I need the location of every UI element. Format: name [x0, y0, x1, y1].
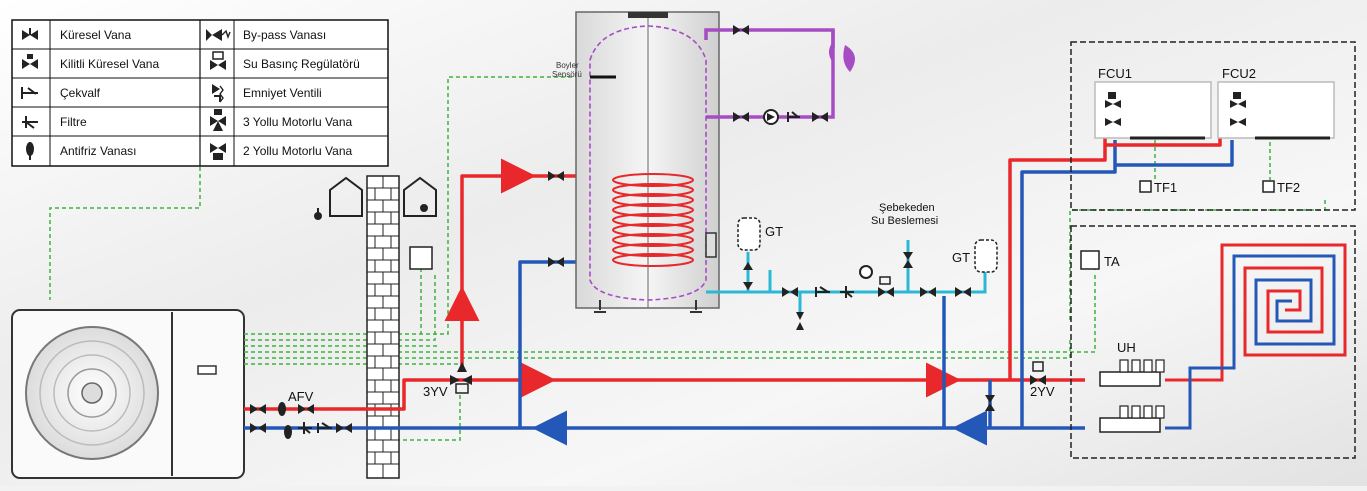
boiler-sensor-label-2: Sensörü	[552, 70, 582, 79]
uh-label: UH	[1117, 340, 1136, 355]
two-way-valve-icon	[210, 143, 226, 160]
gt-right-label: GT	[952, 250, 970, 265]
underfloor-heating-zone: TA UH	[1070, 225, 1356, 459]
gt-label: GT	[765, 224, 783, 239]
supply-valves	[743, 252, 971, 330]
ball-valve-icon	[22, 28, 38, 40]
tf1-label: TF1	[1154, 180, 1177, 195]
legend-label-two-way-valve: 2 Yollu Motorlu Vana	[243, 144, 353, 158]
heating-valves	[250, 171, 1046, 439]
afv-label: AFV	[288, 389, 314, 404]
tf2-label: TF2	[1277, 180, 1300, 195]
domestic-hot-water-pipes	[704, 28, 835, 119]
locked-ball-valve-icon	[22, 54, 38, 69]
two-way-valve-label: 2YV	[1030, 384, 1055, 399]
legend-label-antifreeze-valve: Antifriz Vanası	[60, 144, 136, 158]
legend-label-three-way-valve: 3 Yollu Motorlu Vana	[243, 115, 353, 129]
fcu2-unit	[1217, 81, 1335, 139]
legend-label-pressure-regulator: Su Basınç Regülatörü	[243, 57, 360, 71]
mains-supply-label: Şebekeden	[879, 202, 935, 214]
shower-head-icon	[829, 43, 855, 72]
safety-valve-icon	[212, 84, 224, 103]
bypass-valve-icon	[206, 29, 231, 41]
fcu1-unit	[1094, 81, 1212, 139]
legend-label-filter: Filtre	[60, 115, 87, 129]
legend-table: Küresel Vana By-pass Vanası Kilitli Küre…	[11, 19, 389, 167]
legend-label-ball-valve: Küresel Vana	[60, 28, 131, 42]
three-way-valve-label: 3YV	[423, 384, 448, 399]
three-way-valve-icon	[210, 109, 226, 131]
supply-manifold	[1099, 371, 1161, 387]
check-valve-icon	[21, 87, 38, 99]
dhw-valves	[733, 25, 828, 125]
heating-coil	[612, 173, 694, 267]
legend-label-locked-ball-valve: Kilitli Küresel Vana	[60, 57, 159, 71]
legend-label-safety-valve: Emniyet Ventili	[243, 86, 322, 100]
fan-coil-zone: FCU1 FCU2 TF1 TF2	[1070, 41, 1356, 211]
ta-thermostat-icon	[1080, 250, 1100, 270]
ta-label: TA	[1104, 254, 1120, 269]
heat-pump-outdoor-unit	[11, 309, 245, 479]
tf1-sensor-icon	[1139, 180, 1152, 193]
expansion-tank-left: GT	[737, 217, 783, 251]
room-thermostat-icon	[409, 246, 433, 270]
expansion-tank-right: GT	[952, 239, 998, 273]
outdoor-sensor-house-icon	[314, 176, 363, 220]
tf2-sensor-icon	[1262, 180, 1275, 193]
legend-label-bypass-valve: By-pass Vanası	[243, 28, 326, 42]
return-manifold	[1099, 417, 1161, 433]
mains-supply-label-2: Su Beslemesi	[871, 215, 938, 227]
pipe-network	[244, 120, 1234, 446]
legend-label-check-valve: Çekvalf	[60, 86, 101, 100]
boiler-sensor-label: Boyler	[556, 61, 579, 70]
building-wall	[366, 175, 400, 479]
fcu1-label: FCU1	[1098, 66, 1132, 81]
antifreeze-valve-icon	[26, 142, 34, 160]
pressure-regulator-icon	[210, 51, 226, 70]
fcu2-label: FCU2	[1222, 66, 1256, 81]
hot-water-boiler: Boyler Sensörü	[552, 11, 720, 313]
indoor-sensor-house-icon	[403, 176, 437, 217]
filter-icon	[22, 116, 38, 129]
